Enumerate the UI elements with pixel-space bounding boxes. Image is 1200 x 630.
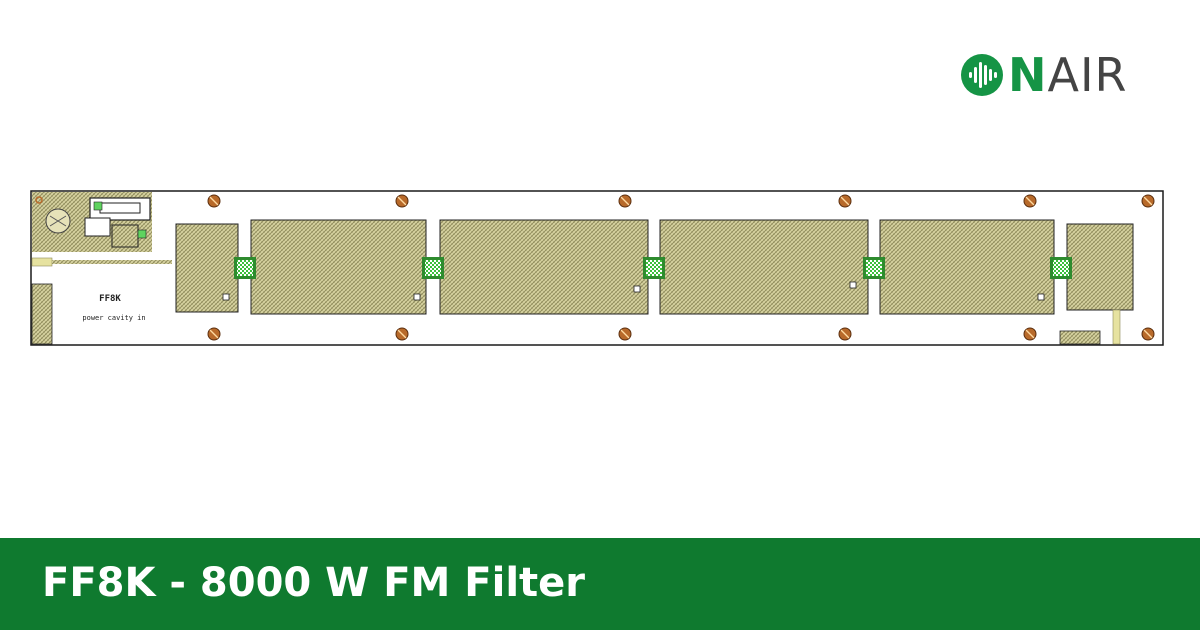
diagram-label-caption: power cavity in <box>82 314 145 322</box>
cavity-2 <box>250 219 427 315</box>
tuning-bolts <box>207 194 1155 341</box>
cavity-3 <box>439 219 649 315</box>
coupler-2-3 <box>422 257 444 279</box>
cavity-1 <box>175 223 239 313</box>
logo-letters-air: AIR <box>1047 48 1128 102</box>
side-panel <box>31 283 53 345</box>
cavity-4 <box>659 219 869 315</box>
cavity-5 <box>879 219 1055 315</box>
output-connector <box>1059 330 1101 345</box>
coupler-4-5 <box>863 257 885 279</box>
corner-bolt-top-left-icon <box>35 196 43 204</box>
onair-logo-text: N AIR <box>1008 52 1128 98</box>
onair-logo-mark-icon <box>961 54 1003 96</box>
logo-letter-n: N <box>1008 48 1048 102</box>
input-module <box>31 192 172 267</box>
onair-logo: N AIR <box>960 50 1160 100</box>
output-line <box>1112 309 1121 345</box>
cavity-6 <box>1066 223 1134 311</box>
title-banner: FF8K - 8000 W FM Filter <box>0 538 1200 630</box>
filter-layout-diagram: FF8K power cavity in <box>30 190 1164 346</box>
coupler-1-2 <box>234 257 256 279</box>
coupler-3-4 <box>643 257 665 279</box>
diagram-label-model: FF8K <box>99 294 121 304</box>
coupler-5-6 <box>1050 257 1072 279</box>
product-title: FF8K - 8000 W FM Filter <box>42 560 586 606</box>
